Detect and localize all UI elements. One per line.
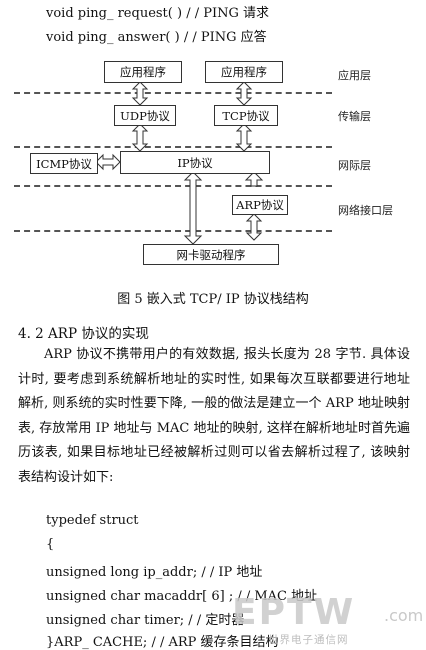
udp-box: UDP协议 <box>114 105 176 126</box>
icmp-box: ICMP协议 <box>30 153 98 174</box>
arrow-ip-driver <box>183 171 203 245</box>
layer-separator <box>14 146 332 148</box>
code-line-ping-request: void ping_ request( ) / / PING 请求 <box>46 6 269 21</box>
arrow-app-tcp <box>235 81 253 106</box>
body-paragraph: ARP 协议不携带用户的有效数据, 报头长度为 28 字节. 具体设计时, 要考… <box>18 343 410 490</box>
arrow-app-udp <box>131 81 149 106</box>
paragraph-text: ARP 协议不携带用户的有效数据, 报头长度为 28 字节. 具体设计时, 要考… <box>18 347 410 485</box>
app-program-box-2: 应用程序 <box>205 61 283 83</box>
watermark-domain: .com <box>384 606 424 625</box>
figure-caption: 图 5 嵌入式 TCP/ IP 协议栈结构 <box>117 292 309 307</box>
watermark-subtitle: 世界电子通信网 <box>268 634 349 646</box>
eptw-watermark: EPTW .com 世界电子通信网 <box>232 592 426 648</box>
watermark-brand: EPTW <box>232 592 356 633</box>
code-line-arp-cache: }ARP_ CACHE; / / ARP 缓存条目结构 <box>46 635 279 650</box>
code-line-timer: unsigned char timer; / / 定时器 <box>46 613 245 628</box>
arrow-icmp-ip <box>95 153 121 171</box>
layer-separator <box>14 230 332 232</box>
ip-box: IP协议 <box>120 151 270 174</box>
layer-label-application: 应用层 <box>338 69 371 82</box>
app-program-box-1: 应用程序 <box>104 61 182 83</box>
arrow-arp-driver <box>245 213 263 241</box>
layer-label-link: 网络接口层 <box>338 204 393 217</box>
code-line-macaddr: unsigned char macaddr[ 6] ; / / MAC 地址 <box>46 589 318 604</box>
code-line-typedef: typedef struct <box>46 513 139 528</box>
layer-label-network: 网际层 <box>338 159 371 172</box>
diagram-arrows <box>95 81 264 245</box>
tcp-box: TCP协议 <box>214 105 278 126</box>
section-title: 4. 2 ARP 协议的实现 <box>18 326 149 342</box>
code-line-ip-addr: unsigned long ip_addr; / / IP 地址 <box>46 565 263 580</box>
layer-separator <box>14 92 332 94</box>
nic-driver-box: 网卡驱动程序 <box>143 244 279 265</box>
code-line-ping-answer: void ping_ answer( ) / / PING 应答 <box>46 30 267 45</box>
code-line-open-brace: { <box>46 537 55 552</box>
layer-label-transport: 传输层 <box>338 110 371 123</box>
arrow-tcp-ip <box>235 123 253 152</box>
layer-separator <box>14 185 332 187</box>
arrow-ip-arp <box>244 171 264 187</box>
arrow-udp-ip <box>131 123 149 152</box>
arp-box: ARP协议 <box>232 195 288 215</box>
